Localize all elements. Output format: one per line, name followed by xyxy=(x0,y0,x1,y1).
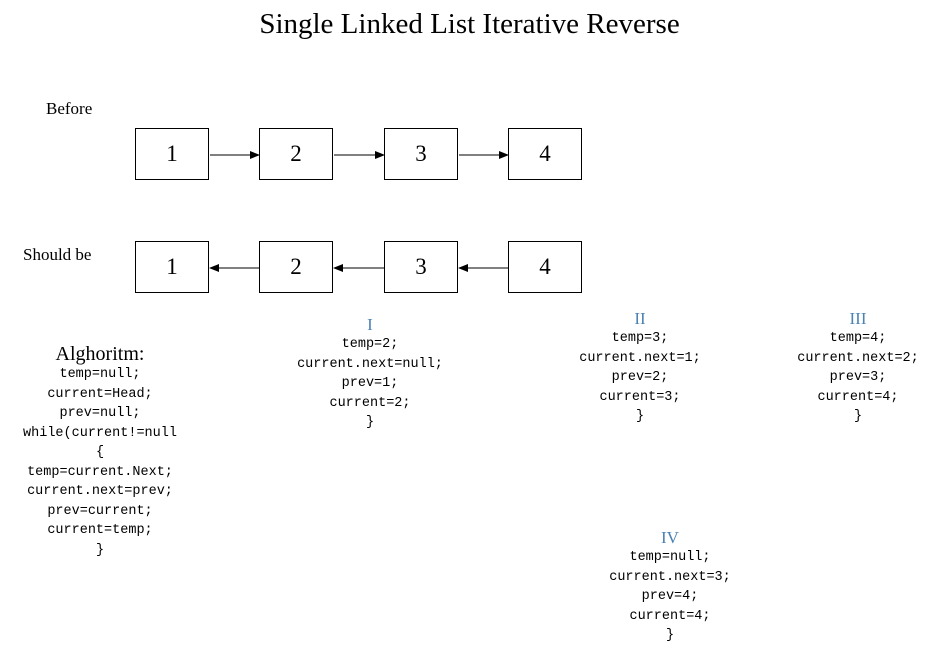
algorithm-block: Alghoritm: temp=null; current=Head; prev… xyxy=(0,343,200,560)
step-block-ii: II temp=3; current.next=1; prev=2; curre… xyxy=(540,309,740,427)
step-line: prev=3; xyxy=(829,370,887,385)
algorithm-line: { xyxy=(95,445,105,460)
step-line: current.next=null; xyxy=(297,356,443,372)
step-heading: II xyxy=(634,309,646,328)
step-line: current=3; xyxy=(599,389,681,405)
step-block-iii: III temp=4; current.next=2; prev=3; curr… xyxy=(758,309,939,427)
algorithm-line: temp=null; xyxy=(59,367,141,382)
step-line: current.next=2; xyxy=(797,350,919,366)
step-line: } xyxy=(365,415,375,430)
step-block-iv: IV temp=null; current.next=3; prev=4; cu… xyxy=(570,528,770,646)
after-node-3: 3 xyxy=(384,241,458,293)
step-line: current=4; xyxy=(817,389,899,405)
algorithm-line: prev=current; xyxy=(47,503,153,519)
step-line: current=4; xyxy=(629,608,711,624)
step-line: prev=2; xyxy=(611,370,669,385)
algorithm-line: prev=null; xyxy=(59,406,141,421)
algorithm-line: temp=current.Next; xyxy=(27,464,173,480)
step-line: current=2; xyxy=(329,395,411,411)
algorithm-line: } xyxy=(95,542,105,558)
algorithm-line: current=Head; xyxy=(47,386,153,402)
step-block-i: I temp=2; current.next=null; prev=1; cur… xyxy=(270,315,470,433)
step-heading: I xyxy=(367,315,373,334)
step-line: } xyxy=(665,628,675,643)
before-node-1: 1 xyxy=(135,128,209,180)
should-be-label: Should be xyxy=(23,245,92,264)
step-line: temp=2; xyxy=(341,337,399,352)
diagram-title: Single Linked List Iterative Reverse xyxy=(259,8,680,40)
step-line: temp=3; xyxy=(611,331,669,346)
algorithm-line: current=temp; xyxy=(47,523,153,538)
step-line: } xyxy=(853,409,863,424)
step-line: prev=1; xyxy=(341,376,399,391)
step-line: } xyxy=(635,409,645,424)
step-heading: IV xyxy=(661,528,679,547)
step-line: temp=null; xyxy=(629,550,711,565)
step-line: current.next=3; xyxy=(609,569,731,585)
step-line: prev=4; xyxy=(641,589,699,604)
after-node-4: 4 xyxy=(508,241,582,293)
algorithm-heading: Alghoritm: xyxy=(55,343,145,365)
step-line: temp=4; xyxy=(829,331,887,346)
step-line: current.next=1; xyxy=(579,350,701,366)
algorithm-line: current.next=prev; xyxy=(27,484,173,499)
after-node-2: 2 xyxy=(259,241,333,293)
algorithm-line: while(current!=null xyxy=(23,425,177,441)
before-label: Before xyxy=(46,99,93,118)
step-heading: III xyxy=(849,309,867,328)
after-node-1: 1 xyxy=(135,241,209,293)
